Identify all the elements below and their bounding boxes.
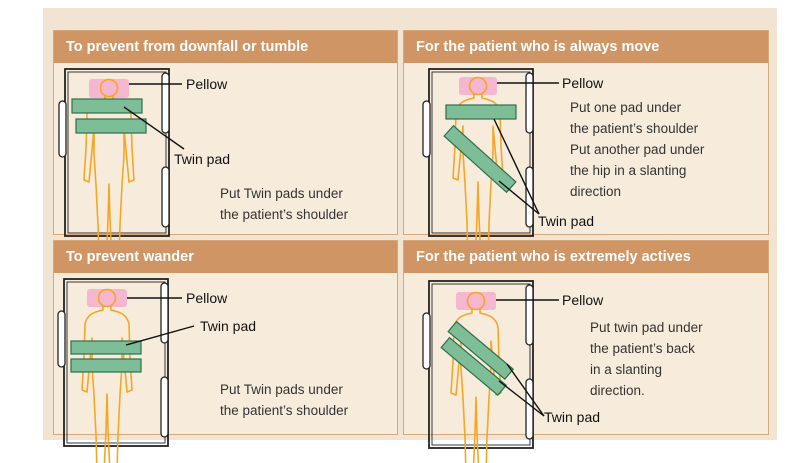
description-line: Put one pad under: [570, 97, 704, 118]
pillow-label: Pellow: [562, 75, 603, 91]
twin-pad: [71, 341, 141, 354]
description-line: the patient’s shoulder: [570, 118, 704, 139]
pillow: [459, 77, 497, 95]
description-line: direction.: [590, 380, 703, 401]
description-line: the patient’s shoulder: [220, 204, 348, 225]
twin-pad: [446, 105, 516, 119]
pillow-label: Pellow: [562, 292, 603, 308]
panel-description: Put Twin pads under the patient’s should…: [220, 183, 348, 225]
pillow: [89, 79, 129, 98]
panel-downfall: To prevent from downfall or tumble Pello…: [53, 30, 398, 235]
description-line: the patient’s shoulder: [220, 400, 348, 421]
twin-pad: [72, 99, 142, 113]
pillow: [87, 289, 127, 307]
description-line: the patient’s back: [590, 338, 703, 359]
panel-always-move: For the patient who is always move Pello…: [403, 30, 769, 235]
panel-description: Put Twin pads under the patient’s should…: [220, 379, 348, 421]
twin-pad: [76, 119, 146, 133]
bed-diagram: [54, 241, 424, 453]
panel-description: Put twin pad under the patient’s back in…: [590, 317, 703, 401]
description-line: Put twin pad under: [590, 317, 703, 338]
twin-pad-label: Twin pad: [544, 409, 600, 425]
twin-pad-label: Twin pad: [200, 318, 256, 334]
pillow-label: Pellow: [186, 76, 227, 92]
description-line: Put Twin pads under: [220, 183, 348, 204]
twin-pad-label: Twin pad: [174, 151, 230, 167]
twin-pad: [71, 359, 141, 372]
description-line: Put another pad under: [570, 139, 704, 160]
panel-description: Put one pad under the patient’s shoulder…: [570, 97, 704, 202]
description-line: direction: [570, 181, 704, 202]
pillow-label: Pellow: [186, 290, 227, 306]
description-line: in a slanting: [590, 359, 703, 380]
guide-frame: To prevent from downfall or tumble Pello…: [43, 8, 777, 440]
description-line: Put Twin pads under: [220, 379, 348, 400]
twin-pad-label: Twin pad: [538, 213, 594, 229]
pillow: [456, 292, 496, 310]
description-line: the hip in a slanting: [570, 160, 704, 181]
panel-extremely-active: For the patient who is extremely actives…: [403, 240, 769, 435]
panel-wander: To prevent wander Pellow Twin pad Put Tw…: [53, 240, 398, 435]
